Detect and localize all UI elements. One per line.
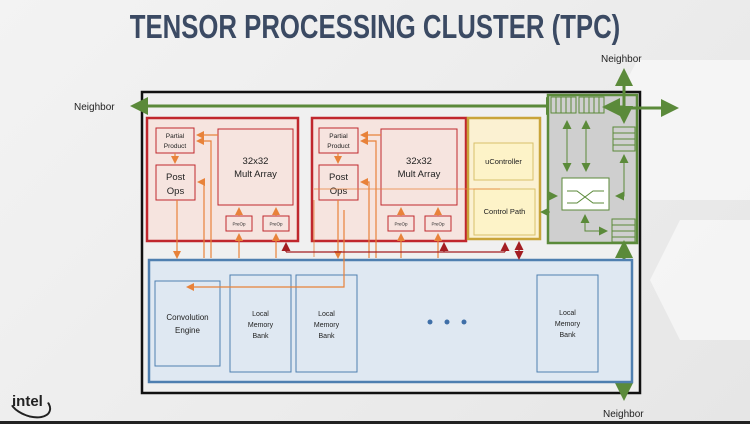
local-memory-bank-label: Local	[252, 311, 269, 318]
preop-label: PreOp	[232, 222, 246, 227]
compute-unit-2: Partial Product Post Ops 32x32 Mult Arra…	[310, 116, 468, 243]
page-title: TENSOR PROCESSING CLUSTER (TPC)	[129, 8, 621, 45]
post-ops-label: Ops	[330, 186, 348, 197]
post-ops-label: Ops	[167, 186, 185, 197]
post-ops-label: Post	[166, 172, 185, 183]
preop-label: PreOp	[431, 222, 445, 227]
input-queue	[550, 96, 605, 114]
local-memory-bank-label: Memory	[248, 322, 274, 329]
local-memory-bank-label: Bank	[319, 333, 335, 340]
intel-logo-text: intel	[12, 393, 43, 410]
local-memory-bank-label: Bank	[253, 333, 269, 340]
partial-product-label: Partial	[166, 133, 185, 140]
memory-block: Convolution Engine Local Memory Bank Loc…	[147, 258, 634, 384]
local-memory-bank-box	[295, 274, 358, 373]
convolution-engine-label: Convolution	[166, 313, 208, 322]
mult-array-label: Mult Array	[398, 169, 441, 180]
convolution-engine-box	[154, 280, 221, 367]
dataflow-arrows-cu1	[171, 131, 280, 259]
local-memory-bank-label: Local	[559, 310, 576, 317]
mult-array-label: Mult Array	[234, 169, 277, 180]
partial-product-box	[155, 127, 195, 154]
mult-array-label: 32x32	[406, 156, 432, 167]
compute-unit-1: Partial Product Post Ops 32x32 Mult Arra…	[145, 116, 300, 243]
local-memory-bank-box	[536, 274, 599, 373]
neighbor-label-left: Neighbor	[74, 102, 115, 113]
local-memory-bank-label: Local	[318, 311, 335, 318]
convolution-engine-label: Engine	[175, 326, 200, 335]
neighbor-label-top: Neighbor	[601, 54, 642, 65]
partial-product-label: Product	[164, 143, 187, 150]
neighbor-label-bottom: Neighbor	[603, 409, 644, 420]
partial-product-label: Product	[327, 143, 350, 150]
control-arrows	[281, 241, 524, 260]
crossbar-switch	[561, 177, 610, 211]
intel-logo: intel	[4, 384, 56, 424]
local-memory-bank-label: Bank	[560, 332, 576, 339]
post-ops-box	[155, 164, 196, 201]
control-path-label: Control Path	[484, 207, 526, 216]
mult-array-box	[217, 128, 294, 206]
post-ops-box	[318, 164, 359, 201]
preop-label: PreOp	[269, 222, 283, 227]
ellipsis-dots	[427, 319, 467, 325]
preop-label: PreOp	[394, 222, 408, 227]
control-block: uController Control Path	[466, 116, 542, 241]
output-queue	[611, 126, 636, 243]
mult-array-box	[380, 128, 458, 206]
partial-product-box	[318, 127, 359, 154]
ucontroller-label: uController	[485, 157, 522, 166]
local-memory-bank-label: Memory	[555, 321, 581, 328]
ucontroller-box	[473, 142, 534, 181]
post-ops-label: Post	[329, 172, 348, 183]
local-memory-bank-label: Memory	[314, 322, 340, 329]
dataflow-arrows-cu2	[186, 131, 500, 291]
partial-product-label: Partial	[329, 133, 348, 140]
mult-array-label: 32x32	[243, 156, 269, 167]
control-path-box	[473, 188, 536, 236]
local-memory-bank-box	[229, 274, 292, 373]
bottom-border	[0, 421, 750, 424]
